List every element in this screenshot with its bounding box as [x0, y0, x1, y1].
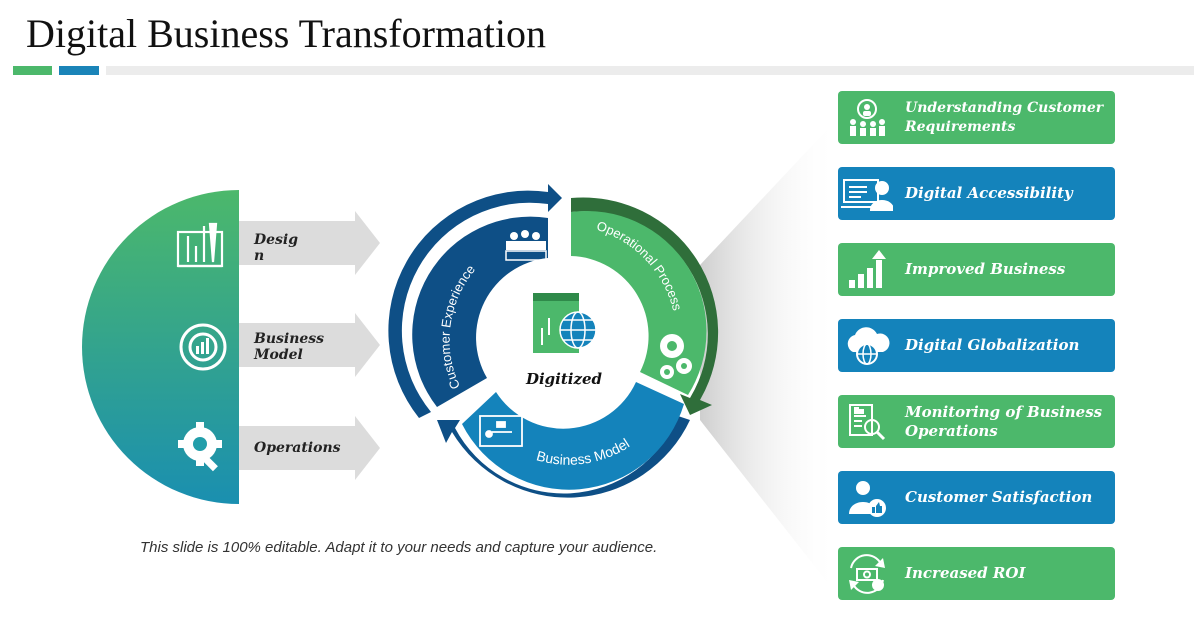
accent-bar-green: [13, 66, 52, 75]
computer-user-icon: [838, 167, 896, 220]
card-understanding-customer: Understanding Customer Requirements: [838, 91, 1115, 144]
tools-icon: [176, 222, 224, 268]
segment-operational-process: [571, 197, 719, 415]
card-digital-accessibility: Digital Accessibility: [838, 167, 1115, 220]
gear-wrench-icon: [178, 422, 222, 472]
accent-bar-blue: [59, 66, 99, 75]
card-label: Digital Globalization: [905, 336, 1080, 354]
card-label: Customer Satisfaction: [905, 488, 1093, 506]
left-arrow-1: [239, 211, 380, 275]
card-label: Understanding Customer Requirements: [905, 99, 1104, 135]
card-increased-roi: Increased ROI: [838, 547, 1115, 600]
funnel-shadow: [700, 118, 838, 596]
target-chart-icon: [179, 323, 227, 371]
card-label: Monitoring of Business Operations: [905, 402, 1103, 440]
cloud-globe-icon: [838, 319, 896, 372]
card-label: Digital Accessibility: [905, 184, 1073, 202]
presentation-board-icon: [479, 415, 523, 447]
card-improved-business: Improved Business: [838, 243, 1115, 296]
segment-customer-experience: [388, 184, 562, 418]
accent-bar-gray: [106, 66, 1194, 75]
card-label: Increased ROI: [905, 564, 1026, 582]
left-arrows: [239, 211, 380, 480]
audience-icon: [505, 230, 547, 261]
segment-business-model: [437, 416, 690, 498]
card-customer-satisfaction: Customer Satisfaction: [838, 471, 1115, 524]
customer-group-icon: [838, 91, 896, 144]
page-title: Digital Business Transformation: [26, 11, 547, 56]
growth-bars-icon: [838, 243, 896, 296]
left-arrow-3: [239, 416, 380, 480]
left-label-operations: Operations: [254, 440, 341, 456]
report-magnifier-icon: [838, 395, 896, 448]
card-monitoring: Monitoring of Business Operations: [838, 395, 1115, 448]
card-digital-globalization: Digital Globalization: [838, 319, 1115, 372]
gears-icon: [660, 334, 692, 379]
digitize-icon: [533, 293, 597, 353]
caption: This slide is 100% editable. Adapt it to…: [140, 539, 658, 556]
cycle-ring: [388, 184, 719, 498]
money-cycle-icon: [838, 547, 896, 600]
left-arrow-2: [239, 313, 380, 377]
center-label: Digitized: [525, 370, 603, 388]
card-label: Improved Business: [905, 260, 1066, 278]
user-thumbsup-icon: [838, 471, 896, 524]
